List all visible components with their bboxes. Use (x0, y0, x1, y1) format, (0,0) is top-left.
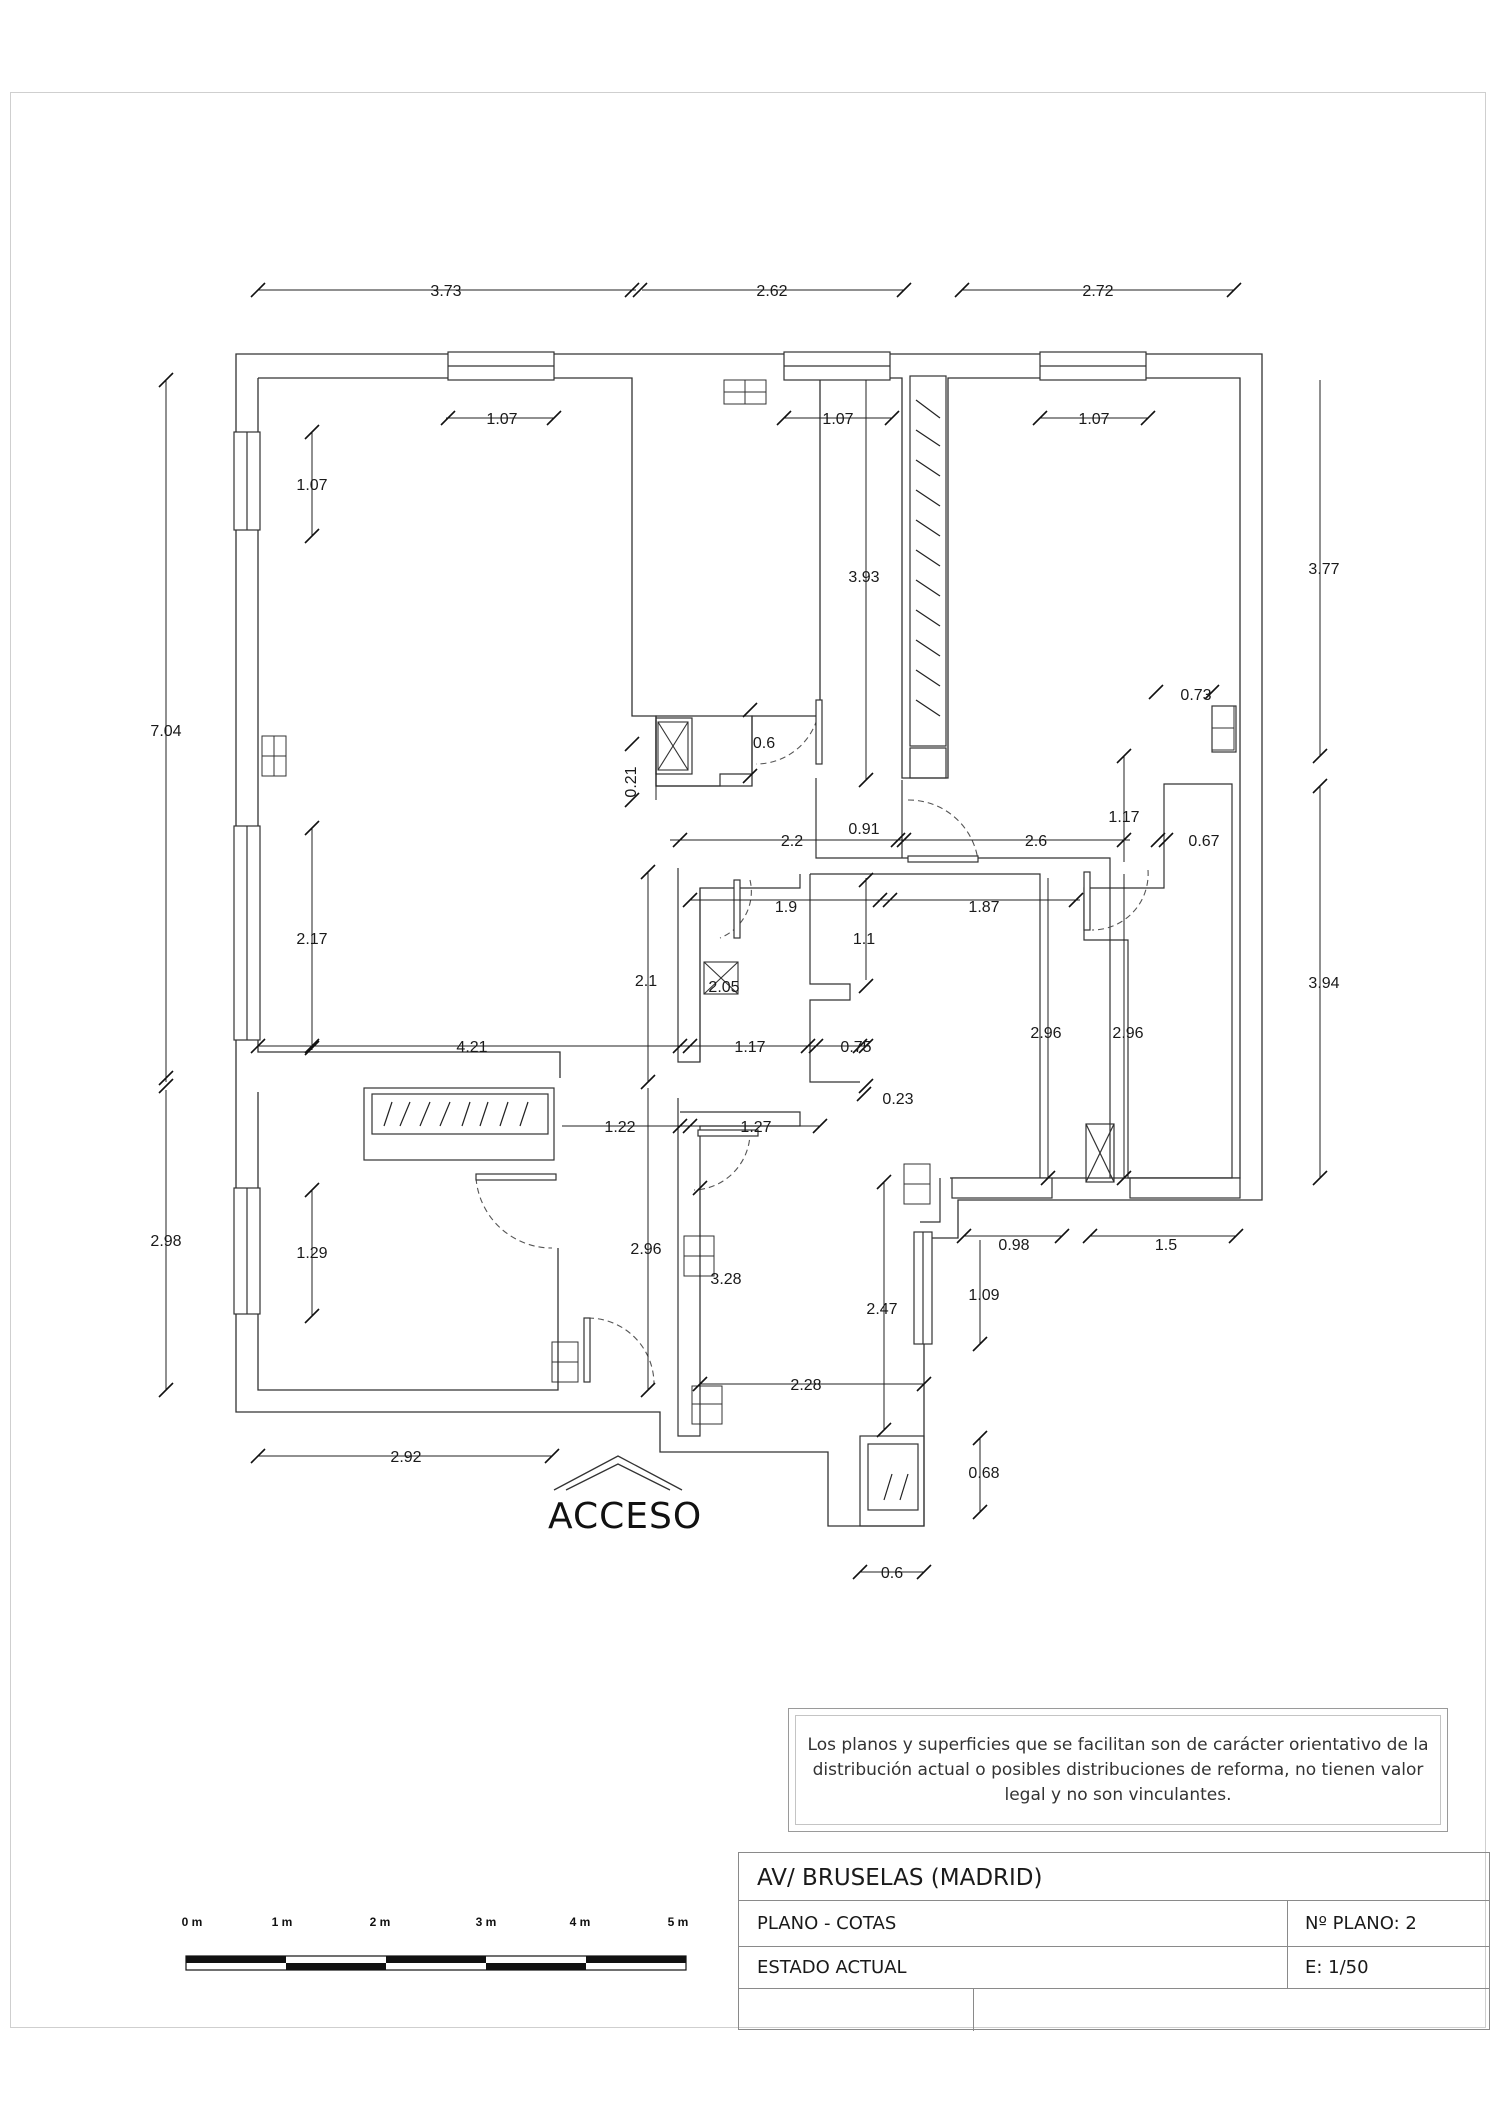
dim-328: 3.28 (710, 1271, 741, 1288)
dim-21: 2.1 (635, 973, 657, 990)
windows (233, 351, 1241, 1345)
dim-122: 1.22 (604, 1119, 635, 1136)
address-text: AV/ BRUSELAS (MADRID) (757, 1865, 1043, 1891)
plan-number-text: Nº PLANO: 2 (1305, 1913, 1417, 1934)
dim-228: 2.28 (790, 1377, 821, 1394)
plan-type-text: PLANO - COTAS (757, 1913, 897, 1934)
door-leaves (475, 699, 1091, 1383)
dim-296a: 2.96 (1030, 1025, 1061, 1042)
dim-26: 2.6 (1025, 833, 1047, 850)
dim-left-window-1: 1.07 (296, 477, 327, 494)
wardrobe-hangers (383, 399, 941, 1501)
dim-023: 0.23 (882, 1091, 913, 1108)
scale-label-4: 4 m (570, 1915, 591, 1929)
dim-11: 1.1 (853, 931, 875, 948)
dim-021: 0.21 (623, 766, 640, 797)
dim-187: 1.87 (968, 899, 999, 916)
fixtures (261, 379, 1235, 1425)
dim-left-upper: 7.04 (150, 723, 181, 740)
title-block: AV/ BRUSELAS (MADRID) PLANO - COTAS Nº P… (738, 1852, 1490, 2031)
dim-067: 0.67 (1188, 833, 1219, 850)
dim-117a: 1.17 (1108, 809, 1139, 826)
sheet-frame (10, 92, 1486, 2028)
disclaimer-box: Los planos y superficies que se facilita… (788, 1708, 1448, 1832)
dim-393: 3.93 (848, 569, 879, 586)
dim-292: 2.92 (390, 1449, 421, 1466)
dim-109: 1.09 (968, 1287, 999, 1304)
title-divider-right (1287, 1901, 1288, 1989)
dim-296b: 2.96 (1112, 1025, 1143, 1042)
title-row-plan: PLANO - COTAS Nº PLANO: 2 (739, 1901, 1489, 1947)
dim-top-left: 3.73 (430, 283, 461, 300)
dim-117b: 1.17 (734, 1039, 765, 1056)
dim-22: 2.2 (781, 833, 803, 850)
dim-06a: 0.6 (753, 735, 775, 752)
dim-window-3: 1.07 (1078, 411, 1109, 428)
scale-label-2: 2 m (370, 1915, 391, 1929)
scale-label-0: 0 m (182, 1915, 203, 1929)
dim-window-2: 1.07 (822, 411, 853, 428)
dim-091: 0.91 (848, 821, 879, 838)
title-row-state: ESTADO ACTUAL E: 1/50 (739, 1947, 1489, 1989)
interior-walls (363, 375, 1237, 1527)
scale-text: E: 1/50 (1305, 1957, 1369, 1978)
dim-205: 2.05 (708, 979, 739, 996)
dim-left-lower: 2.98 (150, 1233, 181, 1250)
dim-right-upper: 3.77 (1308, 561, 1339, 578)
dim-15: 1.5 (1155, 1237, 1177, 1254)
dim-075: 0.75 (840, 1039, 871, 1056)
disclaimer-text: Los planos y superficies que se facilita… (795, 1715, 1441, 1825)
access-label: ACCESO (548, 1496, 703, 1537)
dim-right-lower: 3.94 (1308, 975, 1339, 992)
dim-top-mid: 2.62 (756, 283, 787, 300)
dim-window-1: 1.07 (486, 411, 517, 428)
dim-127: 1.27 (740, 1119, 771, 1136)
dim-top-right: 2.72 (1082, 283, 1113, 300)
title-row-address: AV/ BRUSELAS (MADRID) (739, 1853, 1489, 1901)
dimension-lines (165, 289, 1321, 1573)
dim-left-window-2: 2.17 (296, 931, 327, 948)
scale-label-1: 1 m (272, 1915, 293, 1929)
dim-068: 0.68 (968, 1465, 999, 1482)
dim-06b: 0.6 (881, 1565, 903, 1582)
access-arrow (553, 1455, 683, 1491)
dim-19: 1.9 (775, 899, 797, 916)
scale-bar: 0 m 1 m 2 m 3 m 4 m 5 m (182, 1915, 689, 1971)
title-divider-bottom (973, 1989, 974, 2031)
shafts (657, 721, 739, 995)
dim-296c: 2.96 (630, 1241, 661, 1258)
dimension-ticks (158, 282, 1328, 1580)
dimension-labels: 3.73 2.62 2.72 1.07 1.07 1.07 7.04 2.98 … (150, 283, 1339, 1582)
scale-label-5: 5 m (668, 1915, 689, 1929)
scale-label-3: 3 m (476, 1915, 497, 1929)
dim-421: 4.21 (456, 1039, 487, 1056)
dim-247: 2.47 (866, 1301, 897, 1318)
state-text: ESTADO ACTUAL (757, 1957, 907, 1978)
dim-073: 0.73 (1180, 687, 1211, 704)
dim-098: 0.98 (998, 1237, 1029, 1254)
dim-left-window-3: 1.29 (296, 1245, 327, 1262)
